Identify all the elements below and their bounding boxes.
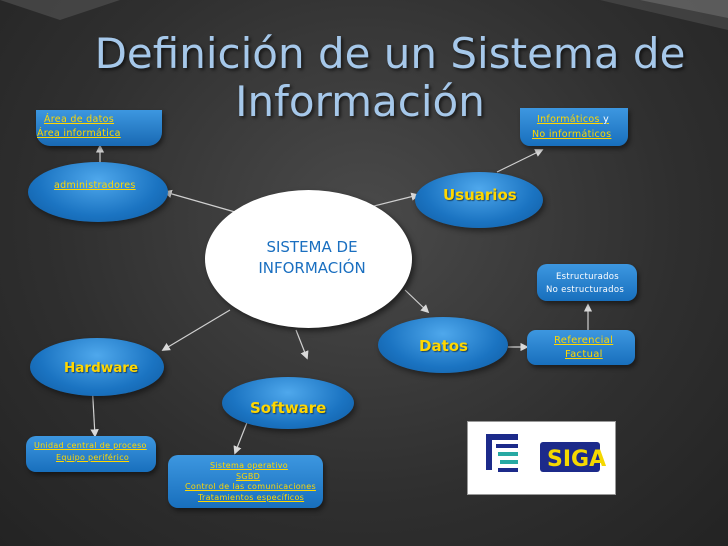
sgbd-link[interactable]: SGBD <box>236 472 261 481</box>
control-comunicaciones-link[interactable]: Control de las comunicaciones <box>185 482 316 491</box>
center-node-label-1: SISTEMA DE <box>266 238 358 256</box>
datos-node <box>378 317 508 373</box>
arrow-to-software-box <box>233 419 249 455</box>
arrow-to-hardware <box>161 309 231 351</box>
equipo-periferico-link[interactable]: Equipo periférico <box>56 453 130 462</box>
administradores-label[interactable]: administradores <box>54 180 136 191</box>
hardware-node <box>30 338 164 396</box>
usuarios-node <box>415 172 543 228</box>
informaticos-label: Informáticos y <box>537 114 609 125</box>
referencial-box <box>527 330 635 365</box>
siga-logo-text: SIGA <box>547 447 606 472</box>
arrow-to-informaticos <box>496 149 544 173</box>
estructurados-label: Estructurados <box>556 272 620 282</box>
software-node <box>222 377 354 429</box>
hardware-box <box>26 436 156 472</box>
area-informatica-label[interactable]: Área informática <box>37 128 121 139</box>
areas-box <box>36 110 162 146</box>
page-title-line-1: Definición de un Sistema de <box>94 29 686 78</box>
siga-logo-icon: SIGA <box>486 434 606 472</box>
sistema-operativo-link[interactable]: Sistema operativo <box>210 461 288 470</box>
informaticos-box <box>520 108 628 146</box>
software-box <box>168 455 323 508</box>
area-datos-label[interactable]: Área de datos <box>44 114 115 125</box>
datos-label: Datos <box>419 337 468 355</box>
referencial-link[interactable]: Referencial <box>554 335 614 346</box>
tratamientos-especificos-link[interactable]: Tratamientos específicos <box>198 493 305 502</box>
usuarios-label: Usuarios <box>443 186 517 204</box>
page-title-line-2: Información <box>235 77 485 126</box>
factual-link[interactable]: Factual <box>565 349 603 360</box>
no-informaticos-link[interactable]: No informáticos <box>532 129 612 140</box>
software-label: Software <box>250 399 327 417</box>
arrow-to-administradores <box>163 189 236 213</box>
informaticos-link[interactable]: Informáticos <box>537 114 600 125</box>
ucp-link[interactable]: Unidad central de proceso <box>34 441 147 450</box>
arrow-to-software <box>295 329 309 360</box>
hardware-label: Hardware <box>64 360 139 376</box>
no-estructurados-label: No estructurados <box>546 285 625 295</box>
center-node-label-2: INFORMACIÓN <box>258 259 366 277</box>
administradores-node <box>28 162 168 222</box>
estructura-box <box>537 264 637 301</box>
center-node <box>205 190 412 328</box>
y-conjunction: y <box>599 114 609 125</box>
arrow-to-datos <box>404 289 430 314</box>
siga-logo: SIGA <box>467 421 616 495</box>
